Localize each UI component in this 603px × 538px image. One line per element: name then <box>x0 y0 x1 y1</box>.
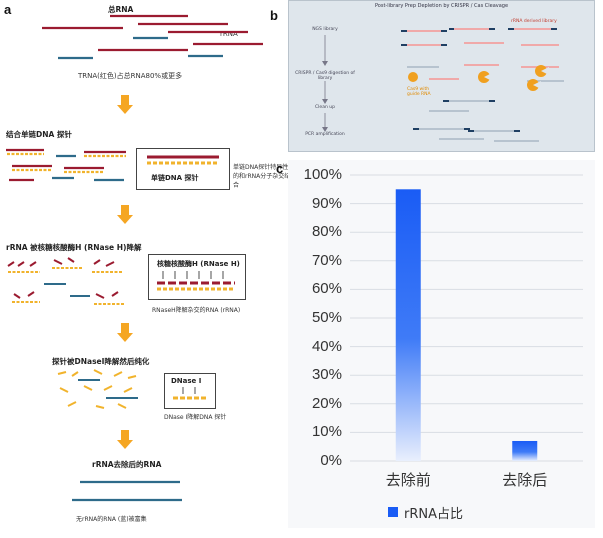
probe-side-note: 单链DNA探针特异性的和rRNA分子杂交结合 <box>233 164 291 189</box>
x-tick-label: 去除前 <box>385 471 431 489</box>
panel-label-a: a <box>4 2 12 17</box>
dnase-box-label: DNase I <box>171 377 202 385</box>
crispr-step-label: CRISPR / Cas9 digestion of library <box>295 71 355 81</box>
total-rna-label: 总RNA <box>108 5 134 14</box>
y-tick-label: 20% <box>311 394 342 412</box>
y-tick-label: 90% <box>311 194 342 212</box>
step1-heading: 结合单链DNA 探针 <box>6 130 72 139</box>
probe-box-strands <box>147 155 219 165</box>
rnase-box-strands <box>157 271 235 291</box>
rnase-box: 核糖核酸酶H (RNase H) <box>148 254 246 300</box>
step4-heading: rRNA去除后的RNA <box>92 460 162 469</box>
bar-2 <box>512 440 538 461</box>
step3-heading: 探针被DNaseI降解然后纯化 <box>52 357 150 366</box>
rrna-derived-label: rRNA derived library <box>511 19 557 24</box>
legend-label: rRNA占比 <box>404 507 463 522</box>
rnase-caption: RNaseH降解杂交的RNA (rRNA) <box>152 307 241 314</box>
legend-swatch <box>388 507 398 517</box>
step2-heading: rRNA 被核糖核酸酶H (RNase H)降解 <box>6 243 142 252</box>
final-caption: 无rRNA的RNA (蓝)被富集 <box>76 516 147 523</box>
rrna-fraction-caption: TRNA(红色)占总RNA80%或更多 <box>78 72 183 80</box>
ngs-library-label: NGS library <box>312 27 338 32</box>
y-tick-label: 0% <box>320 452 342 469</box>
chart-plot-area <box>350 174 583 462</box>
rnase-degradation-diagram <box>7 257 124 305</box>
dnase-digestion-diagram <box>57 369 138 409</box>
panel-b-title: Post-library Prep Depletion by CRISPR / … <box>374 3 509 9</box>
probe-box: 单链DNA 探针 <box>136 148 230 190</box>
y-tick-label: 30% <box>311 366 342 384</box>
crispr-depletion-figure: Post-library Prep Depletion by CRISPR / … <box>288 0 595 152</box>
dnase-caption: DNase I降解DNA 探针 <box>164 414 227 421</box>
total-rna-diagram <box>42 14 263 60</box>
panel-label-b: b <box>270 8 278 23</box>
crispr-workflow-diagram <box>322 28 564 142</box>
panel-label-c: c <box>276 161 284 176</box>
bar-1 <box>395 189 421 462</box>
rrna-label: rRNA <box>220 30 238 38</box>
cas9-label: Cas9 with guide RNA <box>407 87 431 97</box>
y-tick-label: 70% <box>311 251 342 269</box>
dnase-box-strands <box>173 387 207 400</box>
rnase-box-label: 核糖核酸酶H (RNase H) <box>157 260 240 268</box>
y-tick-label: 10% <box>311 423 342 441</box>
y-tick-label: 80% <box>311 223 342 241</box>
dnase-box: DNase I <box>164 373 216 409</box>
probe-binding-diagram <box>6 148 126 182</box>
y-tick-label: 100% <box>303 166 342 183</box>
cleanup-label: Clean up <box>315 105 335 110</box>
y-tick-label: 40% <box>311 337 342 355</box>
rrna-ratio-chart: 0% 10% 20% 30% 40% 50% 60% 70% 80% 90% 100% 去除前 去除后… <box>288 160 595 528</box>
enriched-rna-diagram <box>72 480 182 502</box>
x-tick-label: 去除后 <box>502 471 548 489</box>
pcr-label: PCR amplification <box>305 132 345 137</box>
probe-box-label: 单链DNA 探针 <box>151 174 199 182</box>
y-tick-label: 60% <box>311 280 342 298</box>
y-tick-label: 50% <box>311 309 342 326</box>
